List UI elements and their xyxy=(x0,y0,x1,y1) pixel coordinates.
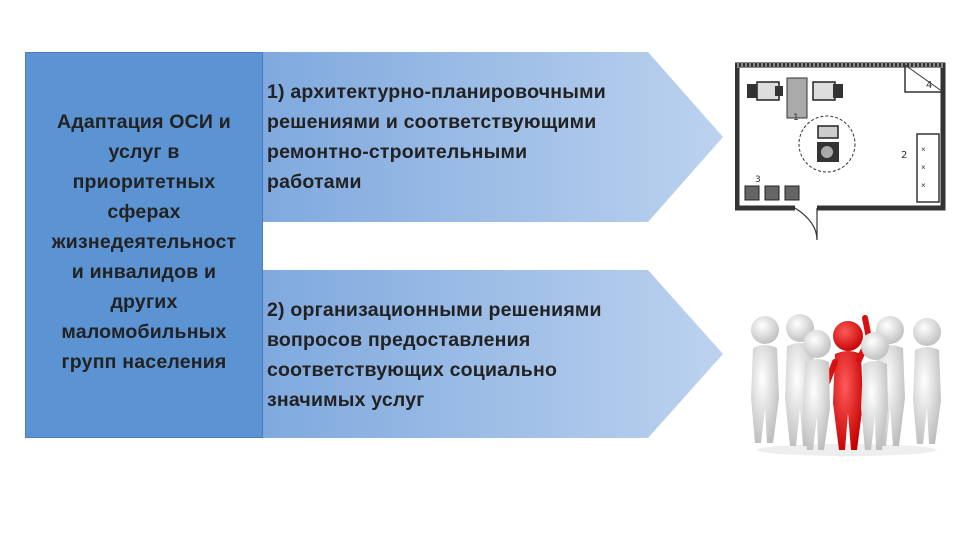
arrow-2-text: 2) организационными решениями вопросов п… xyxy=(267,299,602,411)
arrow-2-shape xyxy=(263,270,723,438)
plan-label-2: 2 xyxy=(901,150,907,161)
figure-front-right xyxy=(861,332,889,450)
svg-text:×: × xyxy=(921,163,926,172)
figure-right-2 xyxy=(913,318,941,444)
arrow-2: 2) организационными решениями вопросов п… xyxy=(263,270,723,438)
left-panel-text: Адаптация ОСИ и услуг в приоритетных сфе… xyxy=(51,111,237,373)
svg-text:×: × xyxy=(921,145,926,154)
plan-label-4: 4 xyxy=(926,80,932,91)
svg-text:×: × xyxy=(921,181,926,190)
people-illustration xyxy=(745,308,950,458)
figure-left-1 xyxy=(751,316,779,443)
figure-front-left xyxy=(803,330,831,450)
plan-label-1: 1 xyxy=(793,113,799,123)
plan-label-3: 3 xyxy=(755,175,761,185)
arrow-1-shape xyxy=(263,52,723,222)
arrow-1-text: 1) архитектурно-планировочными решениями… xyxy=(267,81,606,193)
arrow-1: 1) архитектурно-планировочными решениями… xyxy=(263,52,723,222)
left-panel: Адаптация ОСИ и услуг в приоритетных сфе… xyxy=(25,52,263,438)
floor-plan-image: 4 1 × × × 2 3 xyxy=(734,62,947,244)
